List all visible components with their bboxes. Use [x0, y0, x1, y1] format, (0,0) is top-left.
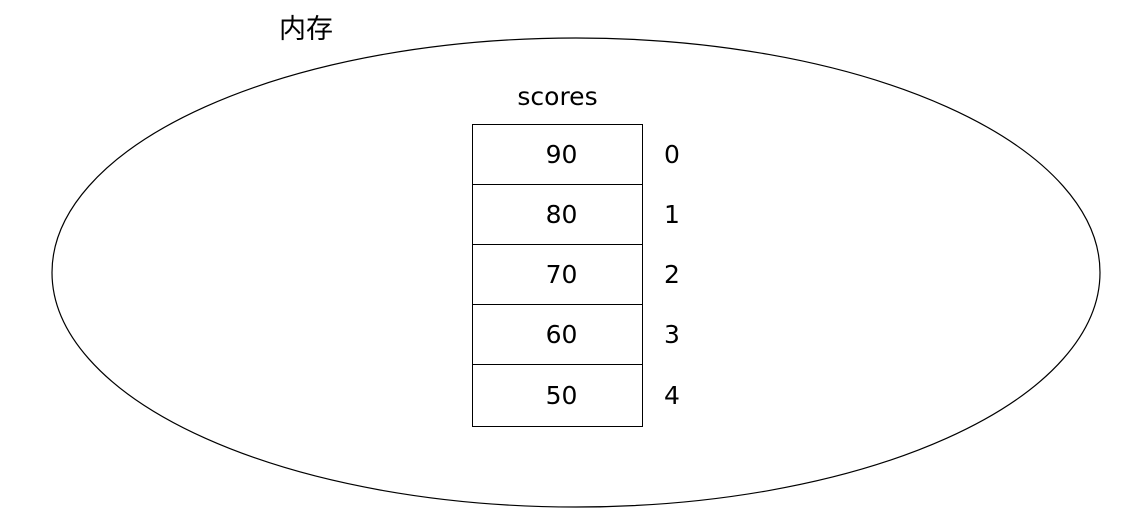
array-cell-index: 3	[664, 319, 680, 349]
array-table: 90 0 80 1 70 2 60 3 50 4	[472, 124, 680, 427]
array-cell-index: 1	[664, 199, 680, 229]
array-cell-value: 50	[545, 380, 578, 410]
array-cell-index: 2	[664, 259, 680, 289]
array-cell-value: 70	[545, 259, 578, 289]
memory-region-label: 内存	[279, 14, 333, 45]
array-cell-row: 70 2	[473, 245, 680, 305]
array-cell-row: 90 0	[473, 125, 680, 185]
array-cell-row: 50 4	[473, 365, 680, 426]
array-name-label: scores	[517, 82, 598, 111]
array-cell-row: 60 3	[473, 305, 680, 365]
array-cell-value: 60	[545, 319, 578, 349]
array-cell-index: 4	[664, 380, 680, 410]
array-cell-value: 80	[545, 199, 578, 229]
array-cell-row: 80 1	[473, 185, 680, 245]
array-cell-index: 0	[664, 139, 680, 169]
array-cell-value: 90	[545, 139, 578, 169]
